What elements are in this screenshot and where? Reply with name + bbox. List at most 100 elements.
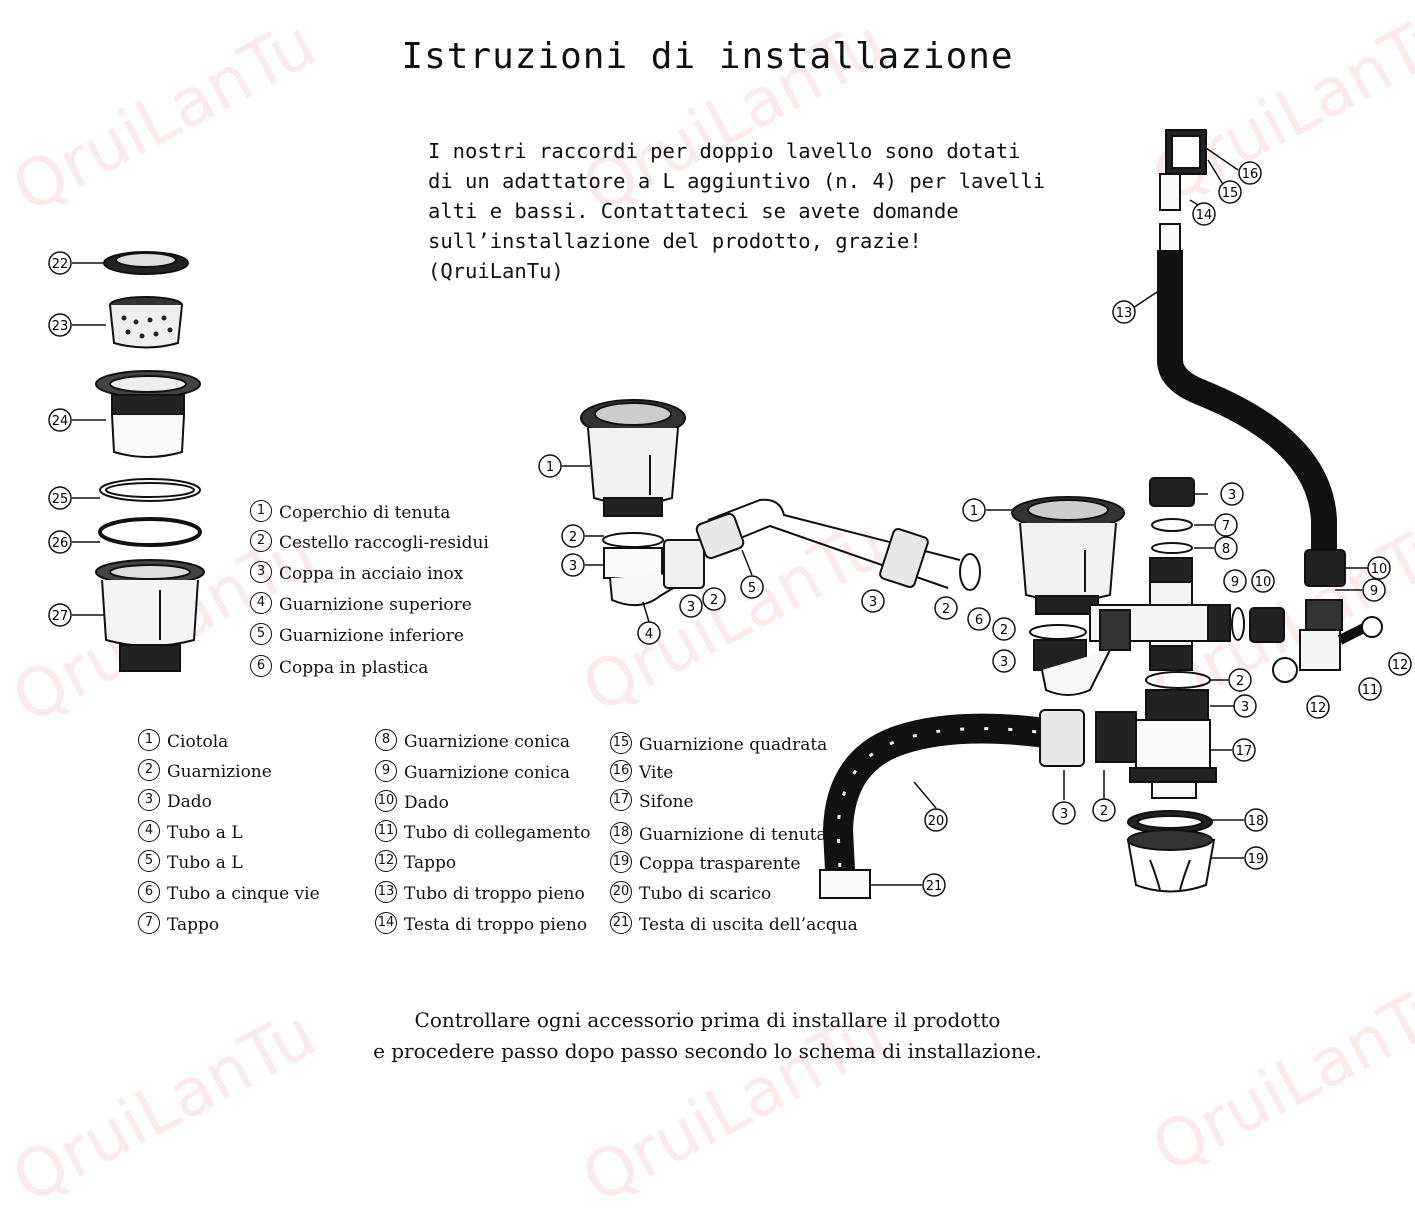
item-number: 2 [138,759,160,781]
item-label: Sifone [639,792,694,812]
callout: 27 [48,603,72,627]
callout-number: 9 [1231,575,1239,590]
installation-diagram: 22 23 24 25 26 27 1 2 3 3 2 4 5 3 2 6 1 … [48,129,1412,899]
plastic-cup-drawing [95,559,205,672]
strainer-cover-drawing [103,251,189,275]
item-label: Tubo di scarico [639,884,772,904]
item-number: 3 [138,789,160,811]
footer-note: Controllare ogni accessorio prima di ins… [0,1005,1415,1067]
callout-number: 8 [1222,542,1230,557]
item-label: Coppa in plastica [279,658,429,678]
intro-line: sull’installazione del prodotto, grazie! [428,229,922,253]
drain-hose-drawing [819,709,1085,899]
callout: 11 [1358,677,1382,701]
callout-number: 2 [942,602,950,617]
callout: 12 [1388,652,1412,676]
list-item: 9 Guarnizione conica [375,760,571,784]
callout-number: 2 [710,593,718,608]
callout: 2 [561,524,585,548]
item-label: Guarnizione conica [404,763,571,783]
callout-number: 3 [869,595,877,610]
callout-number: 20 [928,814,945,829]
callout-number: 12 [1392,658,1409,673]
item-label: Ciotola [167,732,229,752]
item-number: 9 [375,760,397,782]
callout: 3 [1233,694,1257,718]
callout: 6 [967,607,991,631]
callout: 2 [1228,668,1252,692]
callout: 13 [1112,300,1136,324]
callout-number: 12 [1310,701,1327,716]
item-label: Guarnizione [167,762,272,782]
item-label: Tubo a L [167,823,243,843]
bowl-left-drawing [580,399,705,607]
item-label: Tubo a L [167,853,243,873]
item-number: 11 [375,820,397,842]
callout-number: 2 [1000,623,1008,638]
list-item: 1 Ciotola [138,729,229,753]
item-number: 8 [375,729,397,751]
callout: 15 [1218,180,1242,204]
callout-number: 26 [52,536,69,551]
five-way-pipe-drawing [1029,477,1285,696]
callout: 12 [1306,695,1330,719]
callout: 1 [538,454,562,478]
callout: 24 [48,408,72,432]
item-number: 4 [138,820,160,842]
item-label: Cestello raccogli-residui [279,533,489,553]
callout-number: 11 [1362,683,1379,698]
item-number: 2 [250,530,272,552]
callout-number: 24 [52,414,69,429]
callout: 21 [922,873,946,897]
callout: 23 [48,313,72,337]
callout: 1 [962,498,986,522]
item-number: 20 [610,881,632,903]
callout-number: 4 [645,627,653,642]
callout-number: 3 [1000,655,1008,670]
callout-number: 10 [1255,575,1272,590]
callout: 5 [740,575,764,599]
callout-number: 2 [1236,674,1244,689]
item-label: Dado [404,793,449,813]
item-label: Guarnizione conica [404,732,571,752]
callout-number: 1 [970,504,978,519]
item-number: 3 [250,561,272,583]
item-number: 15 [610,732,632,754]
item-number: 1 [138,729,160,751]
list-item: 2 Guarnizione [138,759,272,783]
callout: 10 [1251,569,1275,593]
callout: 9 [1362,578,1386,602]
callout-number: 16 [1242,167,1259,182]
callout-number: 10 [1371,562,1388,577]
callout: 22 [48,251,72,275]
callout-number: 3 [1241,700,1249,715]
callout-number: 19 [1248,852,1265,867]
item-number: 1 [250,500,272,522]
list-item: 8 Guarnizione conica [375,729,571,753]
callout: 10 [1367,556,1391,580]
callout: 4 [637,621,661,645]
callout: 3 [992,649,1016,673]
callout-number: 14 [1196,208,1213,223]
intro-line: (QruiLanTu) [428,259,564,283]
callout-number: 17 [1236,744,1253,759]
overflow-drawing [1157,129,1383,683]
callout: 20 [924,808,948,832]
callout: 3 [1052,801,1076,825]
callouts: 22 23 24 25 26 27 1 2 3 3 2 4 5 3 2 6 1 … [48,161,1412,897]
callout: 2 [934,596,958,620]
callout-number: 3 [687,600,695,615]
stainless-cup-drawing [95,370,201,458]
item-label: Vite [639,763,674,783]
callout-number: 3 [1228,488,1236,503]
callout: 3 [1220,482,1244,506]
item-label: Dado [167,792,212,812]
l-pipe-drawing [695,498,981,591]
callout: 17 [1232,738,1256,762]
